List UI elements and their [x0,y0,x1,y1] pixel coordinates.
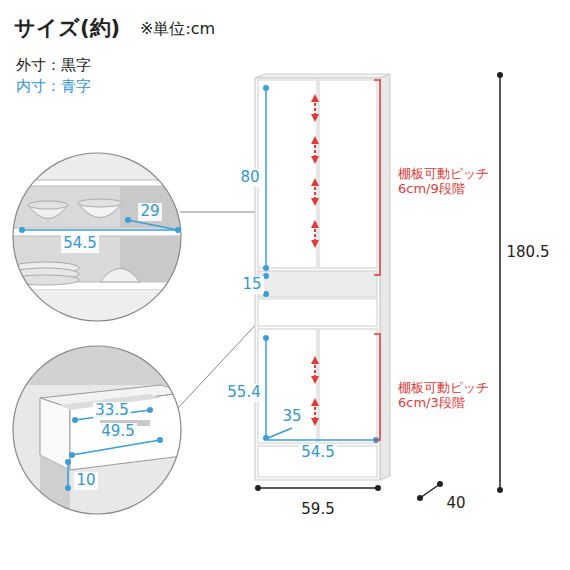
pitch-note: 棚板可動ピッチ 6cm/3段階 [396,381,500,411]
dimension: 54.5 [61,235,98,252]
pitch-note: 棚板可動ピッチ 6cm/9段階 [396,167,500,197]
dimension: 10 [74,472,97,489]
drawer-detail [10,345,190,515]
unit-note: ※単位:cm [138,20,217,38]
dimension: 33.5 [93,402,130,419]
dimension: 29 [138,203,161,220]
cabinet [255,74,390,480]
dimension: 180.5 [505,244,552,261]
dimension: 59.5 [299,501,336,518]
dimension: 49.5 [99,423,136,440]
dimension: 80 [238,169,261,186]
legend-note: 外寸：黒字 [14,57,93,74]
heading: サイズ(約) [14,16,120,40]
shelf-detail [10,150,190,330]
dimension: 55.4 [225,384,262,401]
dimension: 54.5 [299,444,336,461]
dimension: 35 [280,408,303,425]
legend-note: 内寸：青字 [14,78,93,95]
dimension: 40 [444,495,467,512]
dimension: 15 [240,276,263,293]
